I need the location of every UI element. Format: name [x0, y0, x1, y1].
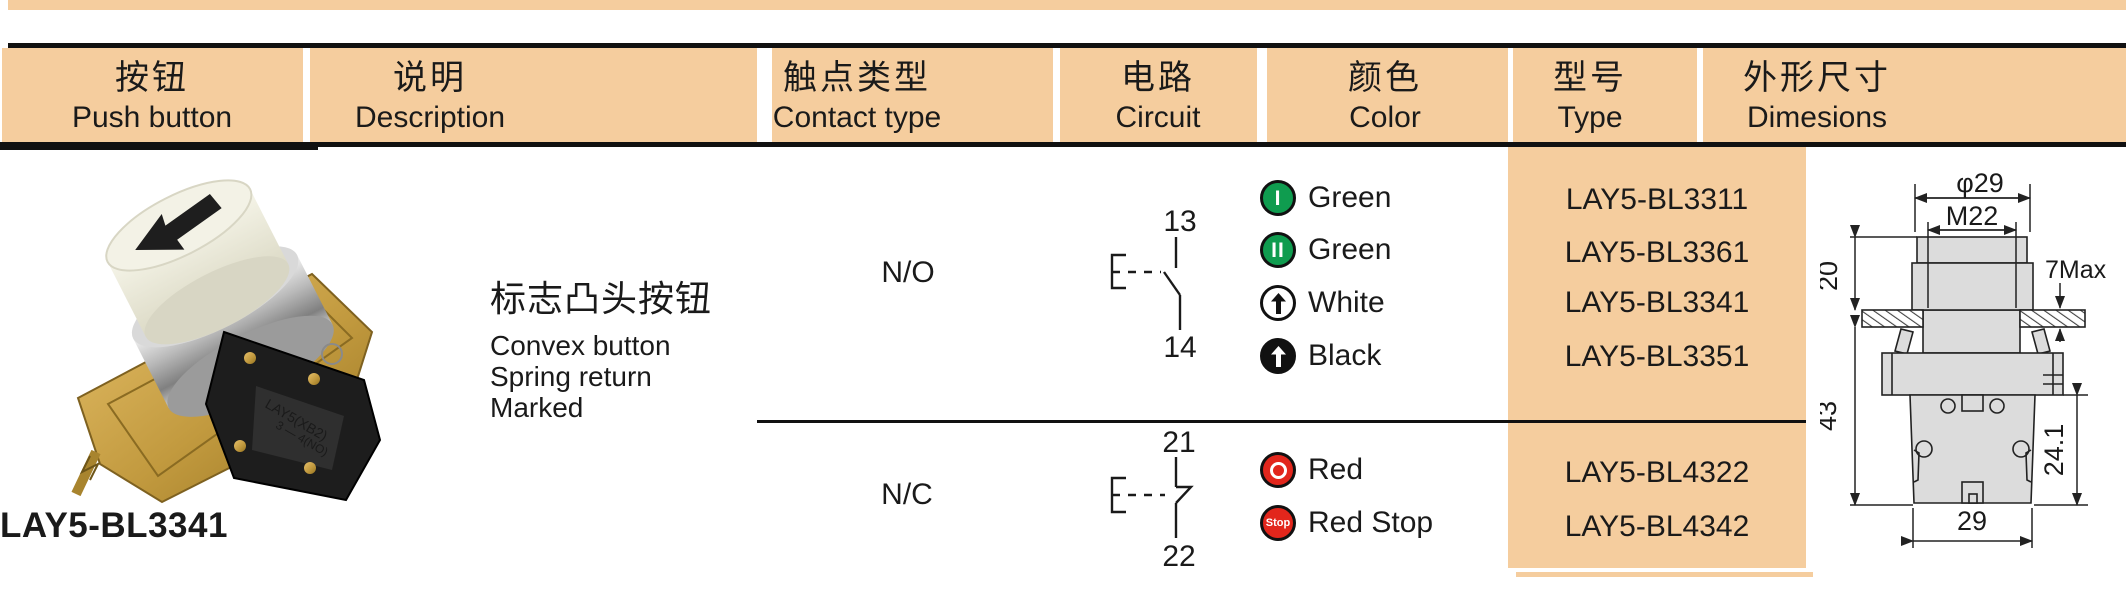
- header-cell-dimensions: [1703, 48, 2126, 142]
- col-header-zh: 按钮: [115, 59, 189, 97]
- header-bottom-rule-thick: [0, 147, 318, 150]
- terminal-number: 13: [1163, 205, 1196, 238]
- photo-model-label: LAY5-BL3341: [0, 506, 228, 545]
- dim-body-height: 24.1: [2039, 424, 2069, 477]
- col-header-en: Push button: [71, 101, 233, 134]
- color-label: Green: [1308, 181, 1392, 214]
- header-bottom-rule: [0, 142, 2126, 147]
- normally-open-symbol: [1110, 237, 1182, 330]
- product-photo: LAY5(XB2) 3 — 4(NO): [71, 179, 382, 504]
- header-top-rule: [8, 43, 2126, 48]
- col-header-type: 型号 Type: [1460, 50, 1720, 142]
- col-header-zh: 电路: [1121, 59, 1195, 97]
- color-row: White: [1260, 285, 1385, 321]
- header-cell-color: [1267, 48, 1508, 142]
- dimension-drawing: φ29 M22 20 7Max 43 24.1 29: [1820, 168, 2107, 548]
- col-header-zh: 颜色: [1348, 59, 1422, 97]
- color-row: II Green: [1260, 232, 1391, 268]
- panel-hatch-right: [2019, 309, 2086, 328]
- color-label: Red: [1308, 453, 1364, 486]
- dim-thread: M22: [1946, 201, 1999, 231]
- terminal-number: 21: [1162, 426, 1195, 459]
- type-model: LAY5-BL3361: [1564, 236, 1750, 269]
- description-line: Marked: [490, 392, 584, 423]
- col-header-circuit: 电路 Circuit: [1028, 50, 1288, 142]
- description-line: Spring return: [490, 361, 652, 392]
- red-ring-icon: [1260, 452, 1296, 488]
- color-row: I Green: [1260, 180, 1391, 216]
- col-header-color: 颜色 Color: [1255, 50, 1515, 142]
- dim-cap-diameter: φ29: [1956, 168, 2004, 198]
- col-header-zh: 外形尺寸: [1743, 59, 1891, 97]
- description-block: 标志凸头按钮 Convex button Spring return Marke…: [490, 276, 712, 423]
- contact-type-nc: N/C: [881, 478, 933, 511]
- col-header-zh: 触点类型: [783, 59, 931, 97]
- type-model: LAY5-BL4322: [1564, 456, 1750, 489]
- color-row: Red: [1260, 452, 1363, 488]
- color-label: White: [1308, 286, 1385, 319]
- col-header-en: Type: [1557, 101, 1623, 134]
- color-label: Green: [1308, 233, 1392, 266]
- col-header-dimensions: 外形尺寸 Dimesions: [1687, 50, 1947, 142]
- col-header-zh: 型号: [1553, 59, 1627, 97]
- type-model: LAY5-BL3341: [1564, 286, 1750, 319]
- contact-type-no: N/O: [881, 256, 935, 289]
- col-header-en: Circuit: [1115, 101, 1201, 134]
- button-cap: [105, 179, 334, 417]
- header-cell-contact-type: [772, 48, 1053, 142]
- color-label: Black: [1308, 339, 1382, 372]
- red-stop-icon: Stop: [1260, 505, 1296, 541]
- col-header-en: Description: [354, 101, 506, 134]
- col-header-zh: 说明: [393, 59, 467, 97]
- color-label: Red Stop: [1308, 506, 1434, 539]
- col-header-contact-type: 触点类型 Contact type: [727, 50, 987, 142]
- dim-depth-below-panel: 43: [1820, 401, 1842, 431]
- col-header-en: Contact type: [772, 101, 942, 134]
- type-model: LAY5-BL4342: [1564, 510, 1750, 543]
- col-header-en: Dimesions: [1746, 101, 1888, 134]
- col-header-push-button: 按钮 Push button: [22, 50, 282, 142]
- header-cell-push-button: [2, 48, 303, 142]
- type-model: LAY5-BL3351: [1564, 340, 1750, 373]
- type-cell-background: [1508, 147, 1806, 568]
- type-model: LAY5-BL3311: [1565, 183, 1749, 216]
- col-header-en: Color: [1349, 101, 1421, 134]
- normally-closed-symbol: [1110, 457, 1194, 538]
- green-I-icon: I: [1260, 180, 1296, 216]
- section-divider: [757, 420, 1806, 423]
- header-cell-type: [1513, 48, 1697, 142]
- header-cell-circuit: [1060, 48, 1257, 142]
- dim-height-above-panel: 20: [1820, 261, 1843, 291]
- terminal-number: 22: [1162, 540, 1195, 573]
- color-row: Stop Red Stop: [1260, 505, 1433, 541]
- panel-hatch-left: [1861, 309, 1924, 328]
- description-zh: 标志凸头按钮: [490, 278, 713, 319]
- terminal-number: 14: [1163, 331, 1196, 364]
- dim-body-width: 29: [1957, 506, 1987, 536]
- contact-block: LAY5(XB2) 3 — 4(NO): [204, 330, 382, 502]
- white-arrow-up-icon: [1260, 285, 1296, 321]
- circuit-diagrams: 13 14 21 22: [1110, 205, 1197, 573]
- type-cell-shadow: [1516, 572, 1813, 577]
- color-row: Black: [1260, 338, 1381, 374]
- cap-arrow-mark: [135, 193, 222, 250]
- black-arrow-up-icon: [1260, 338, 1296, 374]
- col-header-description: 说明 Description: [300, 50, 560, 142]
- header-cell-description: [310, 48, 757, 142]
- green-II-icon: II: [1260, 232, 1296, 268]
- description-line: Convex button: [490, 330, 671, 361]
- dim-panel-thickness: 7Max: [2045, 256, 2107, 284]
- top-accent-strip: [8, 0, 2126, 10]
